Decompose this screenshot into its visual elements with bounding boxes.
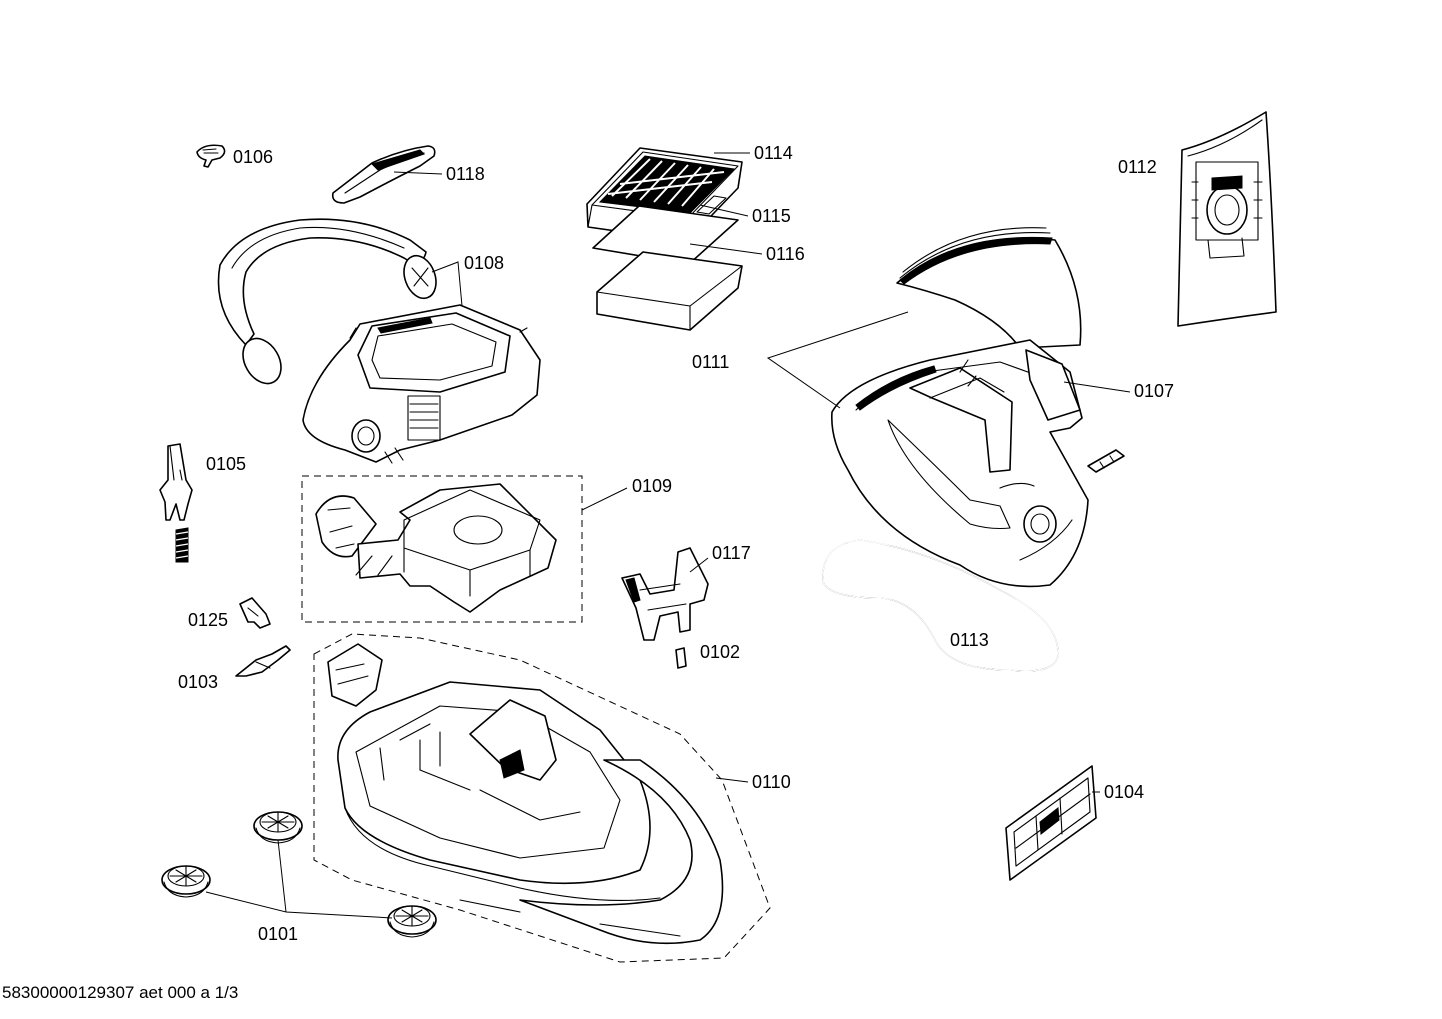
label-0115: 0115: [752, 206, 791, 226]
part-0107-latch: [1087, 449, 1125, 473]
label-0102: 0102: [700, 642, 740, 662]
label-0116: 0116: [766, 244, 805, 264]
part-0104-exhaust-filter: [1005, 765, 1097, 881]
label-0111: 0111: [692, 352, 729, 372]
label-0125: 0125: [188, 610, 228, 630]
part-0101-wheel-2: [161, 865, 211, 898]
part-0117-bag-holder: [621, 547, 709, 641]
label-0109: 0109: [632, 476, 672, 496]
label-0105: 0105: [206, 454, 246, 474]
part-0101-wheel-3: [387, 905, 437, 938]
part-0125-clip: [239, 597, 271, 629]
part-0107-body-shell: [831, 339, 1089, 588]
part-0111-lid: [896, 227, 1082, 349]
label-0104: 0104: [1104, 782, 1144, 802]
label-0117: 0117: [712, 543, 751, 563]
part-0102-small-plate: [675, 647, 687, 669]
part-0105-pin: [159, 443, 193, 563]
part-0109-motor-mount: [301, 475, 583, 623]
part-0106-clip: [196, 144, 226, 168]
drawing-reference: 58300000129307 aet 000 a 1/3: [2, 983, 238, 1002]
part-0108-housing: [302, 304, 541, 464]
leader-lines: [205, 152, 1131, 919]
label-0103: 0103: [178, 672, 218, 692]
label-0118: 0118: [446, 164, 485, 184]
label-0110: 0110: [752, 772, 791, 792]
label-0114: 0114: [754, 143, 793, 163]
label-0106: 0106: [233, 147, 273, 167]
part-0108-handle: [217, 218, 437, 385]
part-0112-dust-bag: [1177, 111, 1277, 327]
label-0107: 0107: [1134, 381, 1174, 401]
part-0101-wheel-1: [253, 811, 303, 844]
part-0116-filter-pad: [596, 251, 743, 331]
label-0112: 0112: [1118, 157, 1157, 177]
part-0118-handle-cover: [331, 145, 436, 204]
label-0108: 0108: [464, 253, 504, 273]
part-labels: 0106 0118 0114 0115 0116 0112 0108 0111 …: [178, 143, 1174, 944]
part-0113-gasket: [822, 539, 1059, 672]
label-0113: 0113: [950, 630, 989, 650]
part-0103-flap: [235, 645, 291, 677]
label-0101: 0101: [258, 924, 298, 944]
part-0110-lower-housing: [313, 633, 771, 963]
